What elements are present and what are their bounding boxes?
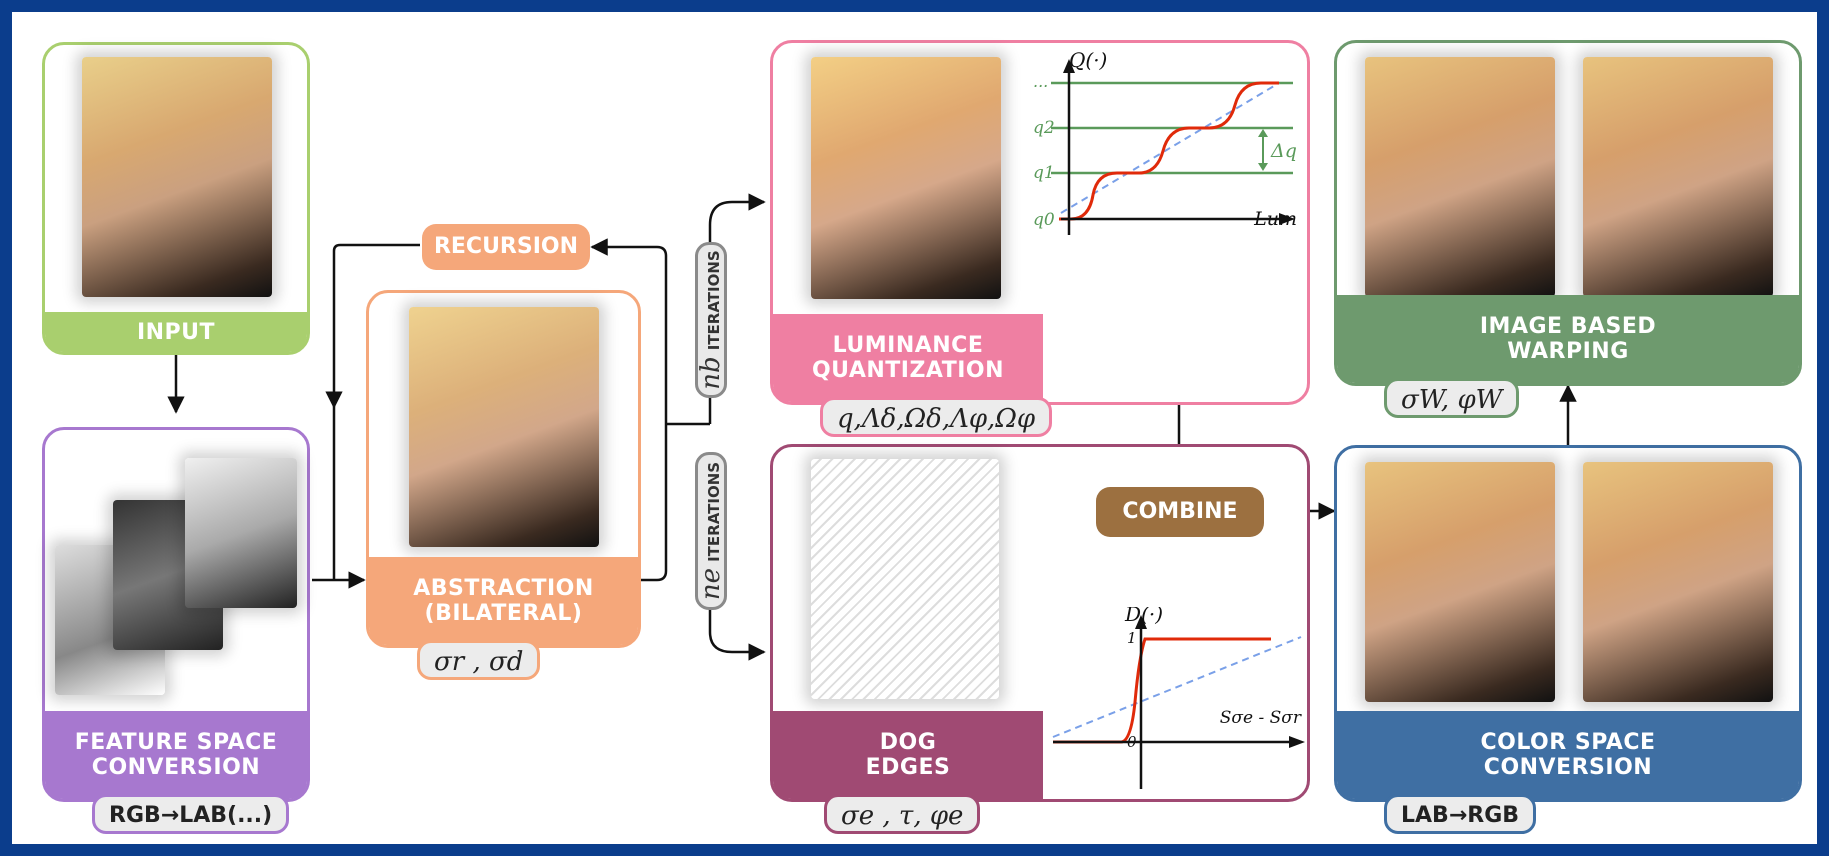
input-node: INPUT: [42, 42, 310, 355]
nb-iterations-text: nb ITERATIONS: [696, 250, 726, 389]
dog-param-tag: σe , τ, φe: [824, 794, 981, 834]
dog-graph: D(·) 1 0 Sσe - Sσr: [1052, 607, 1305, 789]
luminance-photo: [811, 57, 1001, 299]
dog-photo: [811, 459, 999, 699]
input-label: INPUT: [136, 319, 216, 345]
dog-label-line1: DOG: [879, 730, 937, 755]
combine-node: COMBINE: [1096, 487, 1264, 537]
abstraction-label-line1: ABSTRACTION: [413, 576, 594, 601]
combine-label: COMBINE: [1122, 499, 1238, 524]
dog-label-line2: EDGES: [865, 755, 951, 780]
abstraction-label-line2: (BILATERAL): [424, 601, 583, 626]
input-photo: [82, 57, 272, 297]
warping-photo-right: [1583, 57, 1773, 297]
luminance-label-line2: QUANTIZATION: [811, 358, 1005, 383]
warping-label-line2: WARPING: [1507, 339, 1629, 364]
feature-photo-3: [185, 458, 297, 608]
feature-param: RGB→LAB(...): [109, 803, 273, 828]
warping-param-tag: σW, φW: [1384, 378, 1520, 418]
warping-node: IMAGE BASED WARPING: [1334, 40, 1802, 386]
dog-tick-top: 1: [1127, 629, 1137, 647]
ne-iterations-text: ne ITERATIONS: [696, 462, 726, 600]
dog-x-title: Sσe - Sσr: [1220, 708, 1302, 728]
luminance-label-line1: LUMINANCE: [832, 333, 984, 358]
quant-tick-q2: q2: [1033, 118, 1055, 138]
quant-tick-q0: q0: [1033, 210, 1055, 230]
ne-symbol: ne: [696, 567, 726, 601]
quant-y-title: Q(·): [1069, 48, 1107, 72]
abstraction-param-tag: σr , σd: [417, 640, 541, 680]
feature-param-tag: RGB→LAB(...): [92, 794, 290, 834]
luminance-param: q,Λδ,Ωδ,Λφ,Ωφ: [837, 404, 1036, 434]
warping-param: σW, φW: [1401, 385, 1503, 415]
abstraction-node: ABSTRACTION (BILATERAL): [366, 290, 641, 648]
colorspace-label-bar: COLOR SPACE CONVERSION: [1337, 711, 1799, 799]
recursion-node: RECURSION: [422, 224, 590, 270]
quant-tick-dots: ...: [1033, 72, 1048, 91]
abstraction-param: σr , σd: [434, 647, 524, 677]
ne-iterations-label: ITERATIONS: [705, 461, 723, 562]
quant-tick-q1: q1: [1033, 163, 1055, 183]
dog-node: D(·) 1 0 Sσe - Sσr DOG EDGES: [770, 444, 1310, 802]
nb-iterations-pill: nb ITERATIONS: [695, 242, 727, 398]
feature-label-bar: FEATURE SPACE CONVERSION: [45, 711, 307, 799]
dog-label-bar: DOG EDGES: [773, 711, 1043, 799]
colorspace-node: COLOR SPACE CONVERSION: [1334, 445, 1802, 802]
feature-space-node: FEATURE SPACE CONVERSION: [42, 427, 310, 802]
nb-iterations-label: ITERATIONS: [705, 250, 723, 351]
quant-delta: Δq: [1270, 140, 1297, 162]
warping-label-line1: IMAGE BASED: [1479, 314, 1657, 339]
quantization-graph: Q(·) Lum ... q2 q1 q0 Δq: [1033, 48, 1297, 235]
luminance-label-bar: LUMINANCE QUANTIZATION: [773, 314, 1043, 402]
dog-y-title: D(·): [1124, 607, 1163, 626]
dog-param: σe , τ, φe: [841, 801, 964, 831]
warping-photo-left: [1365, 57, 1555, 297]
recursion-label: RECURSION: [433, 234, 579, 259]
colorspace-label-line2: CONVERSION: [1483, 755, 1653, 780]
feature-label-line1: FEATURE SPACE: [74, 730, 278, 755]
colorspace-param: LAB→RGB: [1401, 803, 1520, 828]
quant-x-title: Lum: [1253, 208, 1297, 230]
dog-tick-bottom: 0: [1127, 733, 1137, 751]
diagram-canvas: INPUT FEATURE SPACE CONVERSION RGB→LAB(.…: [12, 12, 1817, 844]
warping-label-bar: IMAGE BASED WARPING: [1337, 295, 1799, 383]
nb-symbol: nb: [696, 356, 726, 390]
abstraction-photo: [409, 307, 599, 547]
colorspace-param-tag: LAB→RGB: [1384, 794, 1537, 834]
colorspace-label-line1: COLOR SPACE: [1480, 730, 1656, 755]
luminance-node: Q(·) Lum ... q2 q1 q0 Δq LUMINANCE QUANT…: [770, 40, 1310, 405]
ne-iterations-pill: ne ITERATIONS: [695, 452, 727, 610]
colorspace-photo-left: [1365, 462, 1555, 702]
luminance-param-tag: q,Λδ,Ωδ,Λφ,Ωφ: [820, 397, 1053, 437]
input-label-bar: INPUT: [45, 312, 307, 352]
abstraction-label-bar: ABSTRACTION (BILATERAL): [369, 557, 638, 645]
colorspace-photo-right: [1583, 462, 1773, 702]
feature-label-line2: CONVERSION: [91, 755, 261, 780]
